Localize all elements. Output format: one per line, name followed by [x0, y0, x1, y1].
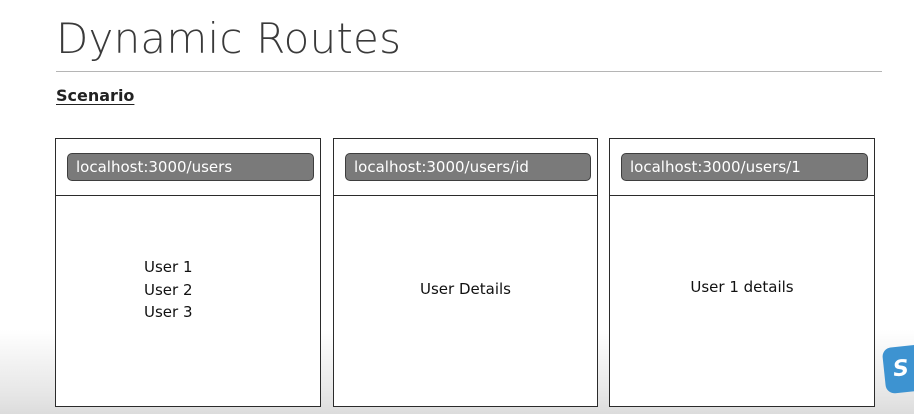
- address-bar[interactable]: localhost:3000/users/id: [345, 153, 591, 181]
- title-divider: [56, 71, 882, 72]
- user-1-details-text: User 1 details: [690, 278, 794, 296]
- address-bar[interactable]: localhost:3000/users: [67, 153, 314, 181]
- user-details-text: User Details: [420, 280, 511, 298]
- browser-frame-users-list: localhost:3000/users User 1 User 2 User …: [55, 138, 321, 407]
- browser-content: User Details: [334, 196, 597, 406]
- browser-frame-user-1-details: localhost:3000/users/1 User 1 details: [609, 138, 875, 407]
- browser-content: User 1 User 2 User 3: [56, 196, 320, 406]
- user-list-item[interactable]: User 2: [144, 280, 193, 299]
- user-list-item[interactable]: User 1: [144, 258, 193, 276]
- brand-logo-icon: S: [881, 343, 914, 395]
- user-list-item[interactable]: User 3: [144, 303, 193, 321]
- browser-frame-user-details: localhost:3000/users/id User Details: [333, 138, 598, 407]
- user-list: User 1 User 2 User 3: [144, 256, 193, 324]
- slide-title: Dynamic Routes: [56, 14, 402, 63]
- browser-header: localhost:3000/users/1: [610, 139, 874, 196]
- scenario-heading: Scenario: [56, 86, 135, 105]
- browser-header: localhost:3000/users: [56, 139, 320, 196]
- browser-content: User 1 details: [610, 196, 874, 406]
- address-bar[interactable]: localhost:3000/users/1: [621, 153, 868, 181]
- browser-header: localhost:3000/users/id: [334, 139, 597, 196]
